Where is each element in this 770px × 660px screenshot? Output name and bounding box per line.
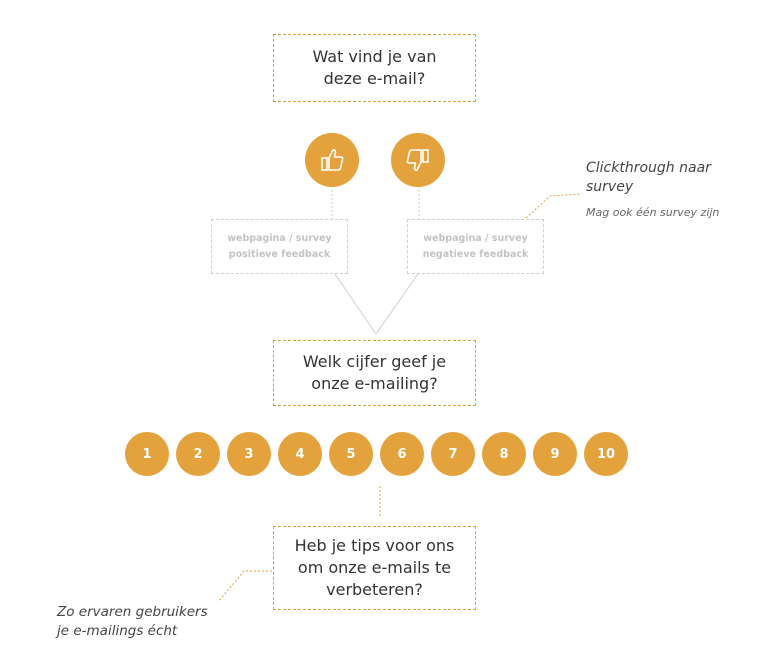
rating-button-4[interactable]: 4 — [278, 432, 322, 476]
thumbs-up-button[interactable] — [305, 133, 359, 187]
note-line: Clickthrough naar — [586, 160, 711, 176]
page-line: webpagina / survey — [227, 232, 332, 244]
question-line: om onze e-mails te — [297, 558, 452, 577]
note-line: Zo ervaren gebruikers — [57, 604, 208, 620]
question-line: Wat vind je van — [312, 47, 437, 66]
rating-button-3[interactable]: 3 — [227, 432, 271, 476]
thumbs-down-icon — [406, 149, 429, 172]
positive-feedback-page: webpagina / survey positieve feedback — [211, 219, 348, 274]
rating-button-7[interactable]: 7 — [431, 432, 475, 476]
question-line: onze e-mailing? — [311, 374, 438, 393]
thumbs-up-icon — [321, 148, 344, 171]
note-subline: Mag ook één survey zijn — [586, 206, 720, 219]
note-line: je e-mailings écht — [57, 623, 178, 639]
rating-button-8[interactable]: 8 — [482, 432, 526, 476]
question-box-rating-email: Wat vind je van deze e-mail? — [273, 34, 476, 102]
rating-button-9[interactable]: 9 — [533, 432, 577, 476]
rating-button-5[interactable]: 5 — [329, 432, 373, 476]
page-line: webpagina / survey — [423, 232, 528, 244]
note-line: survey — [586, 179, 634, 195]
page-line: negatieve feedback — [422, 248, 529, 260]
thumbs-down-button[interactable] — [391, 133, 445, 187]
page-line: positieve feedback — [228, 248, 331, 260]
rating-button-10[interactable]: 10 — [584, 432, 628, 476]
rating-button-2[interactable]: 2 — [176, 432, 220, 476]
question-line: Heb je tips voor ons — [294, 536, 455, 555]
question-box-score: Welk cijfer geef je onze e-mailing? — [273, 340, 476, 406]
question-line: Welk cijfer geef je — [302, 352, 447, 371]
question-line: verbeteren? — [326, 580, 423, 599]
question-box-tips: Heb je tips voor ons om onze e-mails te … — [273, 526, 476, 610]
question-line: deze e-mail? — [323, 69, 426, 88]
rating-button-6[interactable]: 6 — [380, 432, 424, 476]
negative-feedback-page: webpagina / survey negatieve feedback — [407, 219, 544, 274]
survey-note: Clickthrough naar survey Mag ook één sur… — [586, 159, 719, 222]
rating-button-1[interactable]: 1 — [125, 432, 169, 476]
users-note: Zo ervaren gebruikers je e-mailings écht — [57, 603, 208, 641]
